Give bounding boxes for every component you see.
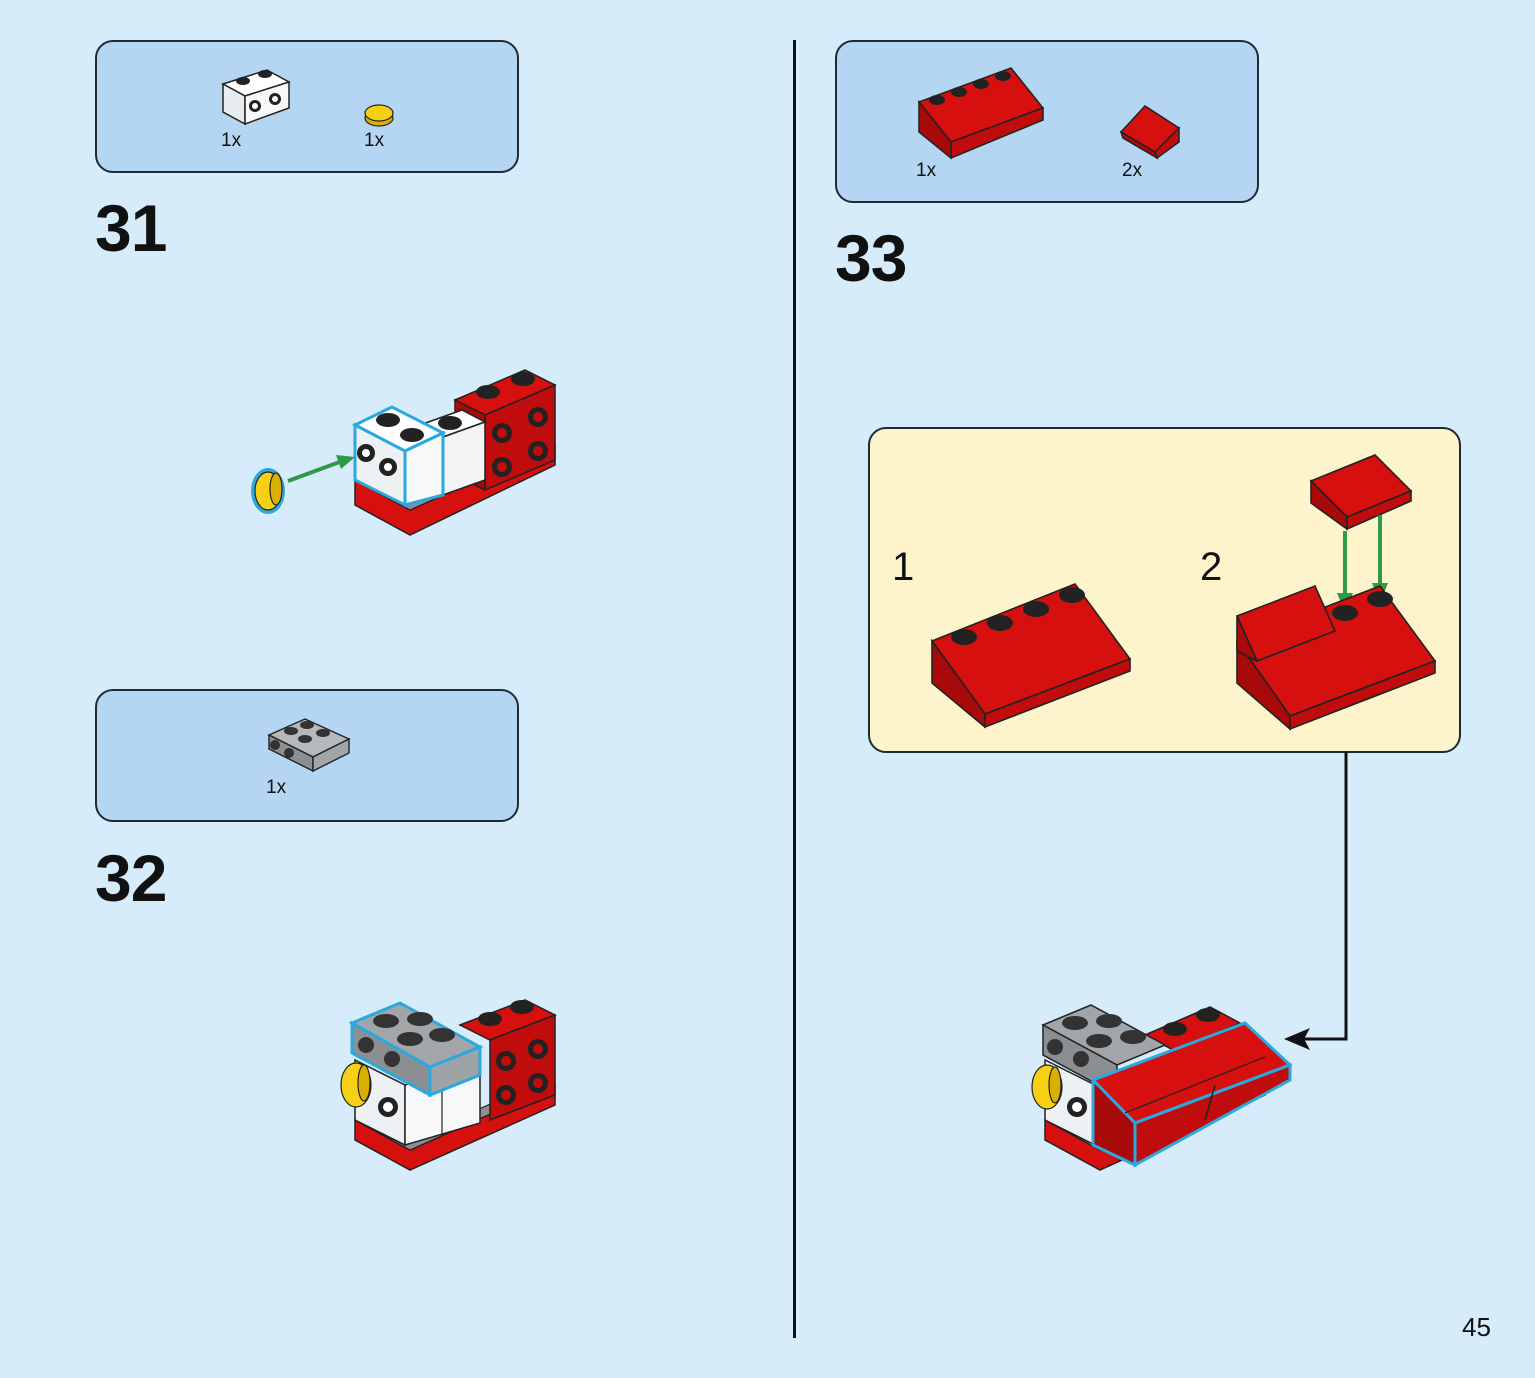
step-number: 31 (95, 191, 167, 265)
step-31-parts-box: 1x 1x (95, 40, 519, 173)
step-32-parts-box: 1x (95, 689, 519, 822)
substep-number: 2 (1200, 545, 1223, 589)
step-31-model (251, 369, 557, 536)
red-slope-small-icon (1119, 105, 1181, 160)
substep-1-slope-brick (930, 583, 1132, 729)
part-qty: 1x (266, 777, 287, 798)
substep-number: 1 (892, 545, 915, 589)
part-qty: 2x (1122, 160, 1143, 181)
page-divider (793, 40, 796, 1338)
part-qty: 1x (364, 130, 385, 151)
white-brick-1x2-studs-icon (221, 69, 291, 126)
callout-connector-arrow (1284, 752, 1348, 1050)
step-number: 33 (835, 221, 907, 295)
yellow-round-tile-icon (364, 104, 394, 127)
step-33-model (1031, 1004, 1293, 1171)
step-32-model (340, 999, 557, 1171)
subassembly-callout: 1 2 (868, 427, 1461, 753)
gray-plate-2x2-studs-icon (267, 718, 351, 773)
step-33-parts-box: 1x 2x (835, 40, 1259, 203)
step-number: 32 (95, 841, 167, 915)
part-qty: 1x (916, 160, 937, 181)
substep-2-slope-assembly (1235, 454, 1437, 731)
part-qty: 1x (221, 130, 242, 151)
page-number: 45 (1462, 1312, 1491, 1342)
red-slope-2x4-icon (917, 67, 1045, 160)
